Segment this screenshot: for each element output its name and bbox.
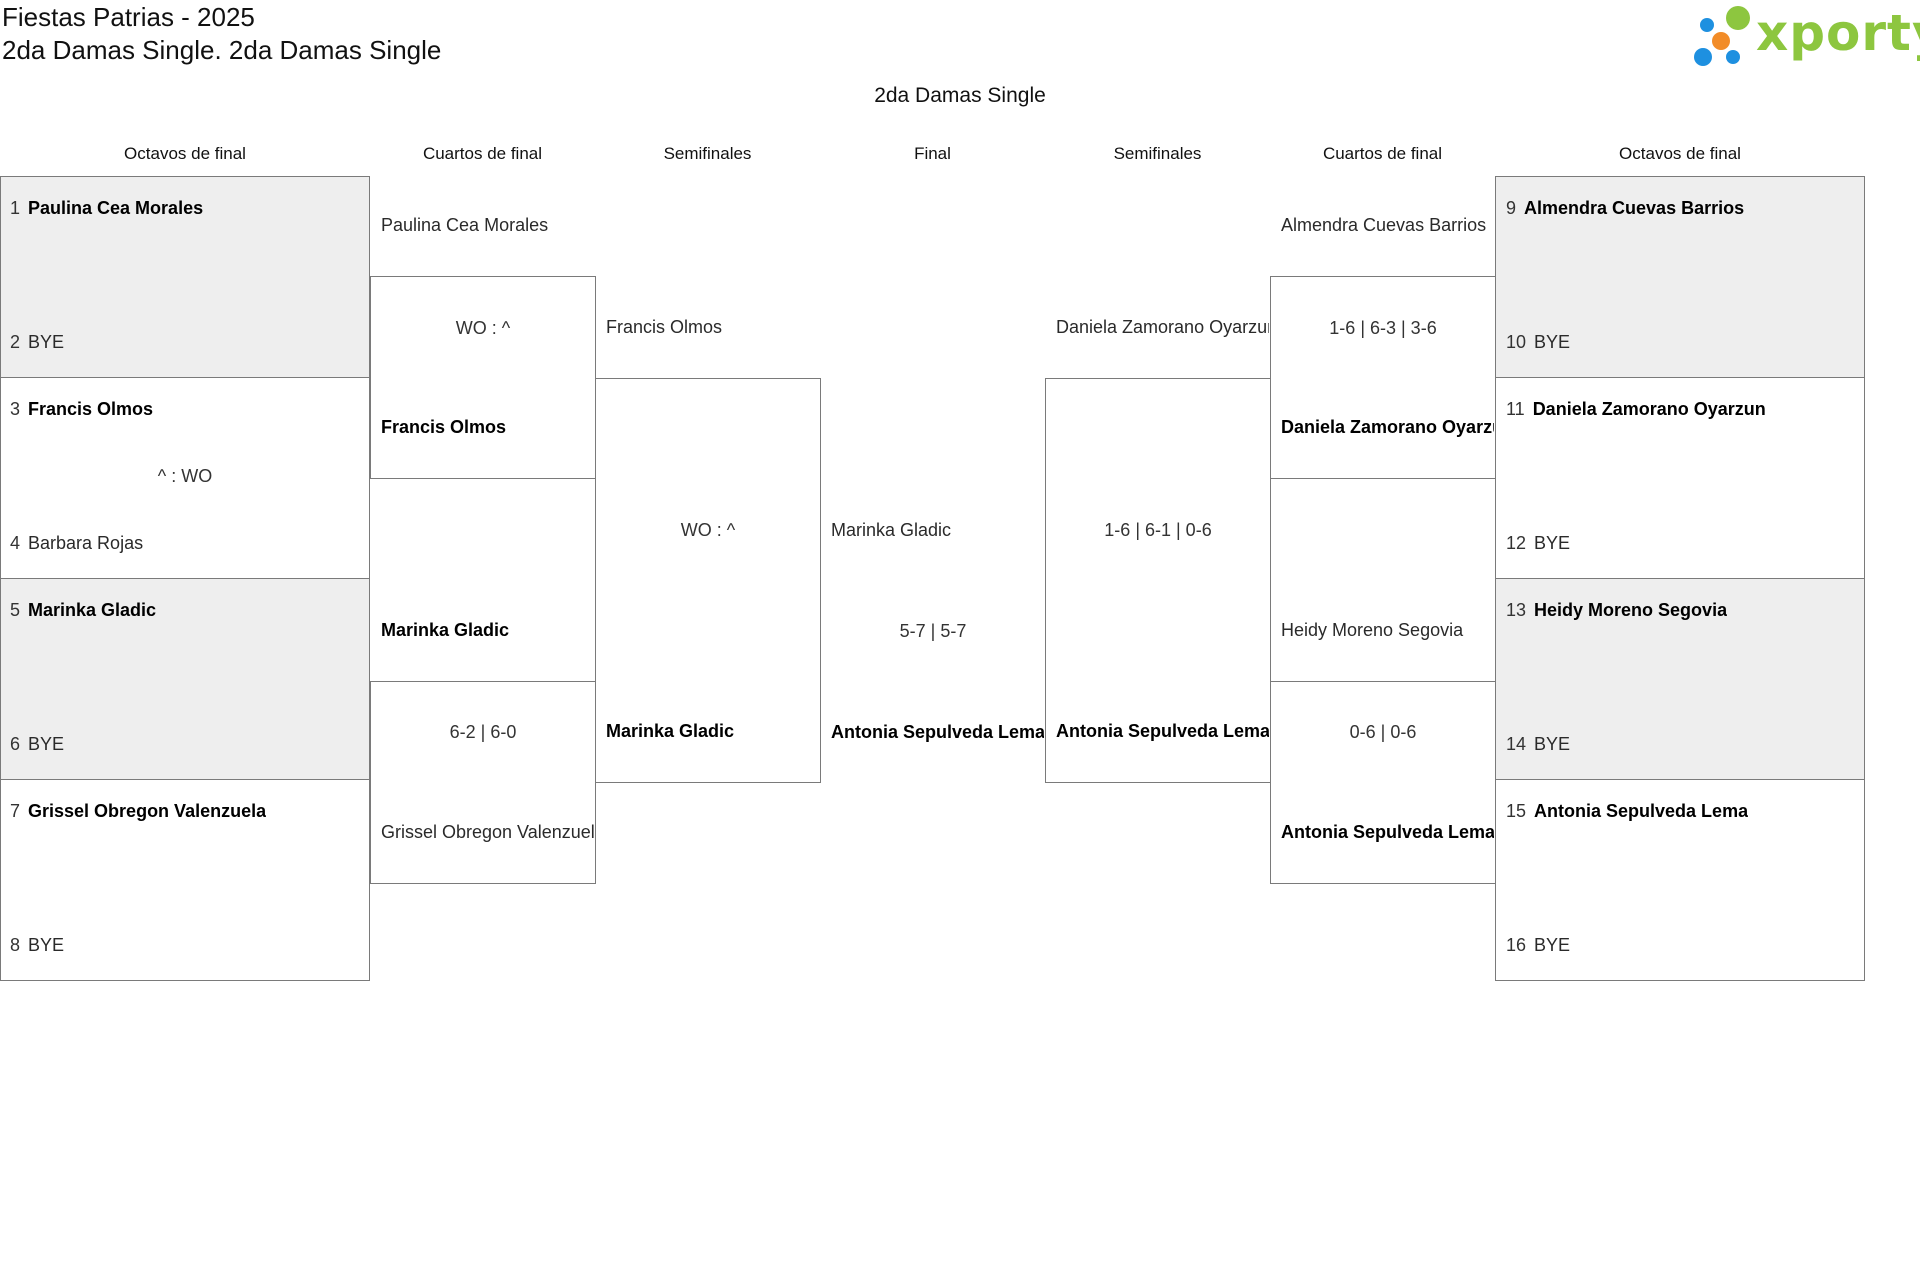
logo-dot-orange	[1712, 32, 1730, 50]
match-score: WO : ^	[455, 318, 511, 338]
player-slot[interactable]: Paulina Cea Morales	[381, 215, 549, 235]
player-slot[interactable]: Heidy Moreno Segovia	[1281, 620, 1464, 640]
match-score: 1-6 | 6-3 | 3-6	[1329, 318, 1437, 338]
round-label-left-sf: Semifinales	[663, 144, 752, 163]
player-slot[interactable]: Francis Olmos	[381, 417, 507, 437]
match-score: 0-6 | 0-6	[1349, 722, 1417, 742]
logo-text: xporty	[1756, 4, 1920, 62]
round-label-right-r16: Octavos de final	[1619, 144, 1741, 163]
match-box-right-r16-4	[1495, 779, 1865, 981]
event-title: 2da Damas Single	[874, 84, 1046, 107]
match-score: WO : ^	[680, 520, 736, 540]
match-box-right-qf-1	[1270, 276, 1496, 479]
match-score: ^ : WO	[157, 466, 213, 486]
player-slot[interactable]: Marinka Gladic	[831, 520, 952, 540]
match-box-right-qf-2	[1270, 681, 1496, 884]
match-box-left-sf	[595, 378, 821, 783]
player-slot[interactable]: Antonia Sepulveda Lema	[1281, 822, 1494, 842]
match-score: 1-6 | 6-1 | 0-6	[1104, 520, 1212, 540]
tournament-title: Fiestas Patrias - 2025	[2, 2, 255, 32]
round-label-right-sf: Semifinales	[1113, 144, 1202, 163]
player-slot[interactable]: Almendra Cuevas Barrios	[1281, 215, 1487, 235]
round-label-left-r16: Octavos de final	[124, 144, 246, 163]
match-score: 5-7 | 5-7	[899, 621, 967, 641]
match-score: 6-2 | 6-0	[449, 722, 517, 742]
player-slot[interactable]: Grissel Obregon Valenzuela	[381, 822, 594, 842]
player-slot[interactable]: Antonia Sepulveda Lema	[1056, 721, 1269, 741]
round-label-final: Final	[914, 144, 951, 163]
logo-dot-blue	[1694, 48, 1712, 66]
match-box-left-qf-2	[370, 681, 596, 884]
match-box-left-r16-4	[0, 779, 370, 981]
match-box-left-r16-1	[0, 176, 370, 378]
player-slot[interactable]: Daniela Zamorano Oyarzun	[1056, 317, 1269, 337]
logo-dot-blue-2	[1726, 50, 1740, 64]
xporty-logo: xporty	[1694, 4, 1920, 68]
player-slot[interactable]: Marinka Gladic	[606, 721, 735, 741]
player-slot[interactable]: Daniela Zamorano Oyarzun	[1281, 417, 1494, 437]
round-label-right-qf: Cuartos de final	[1322, 144, 1443, 163]
match-box-right-sf	[1045, 378, 1271, 783]
logo-dot-blue-small	[1700, 18, 1714, 32]
match-box-left-r16-3	[0, 578, 370, 780]
match-box-right-r16-3	[1495, 578, 1865, 780]
match-box-left-qf-1	[370, 276, 596, 479]
player-slot[interactable]: Francis Olmos	[606, 317, 723, 337]
player-slot[interactable]: Antonia Sepulveda Lema	[831, 722, 1044, 742]
player-slot[interactable]: Marinka Gladic	[381, 620, 510, 640]
logo-dot-green	[1726, 6, 1750, 30]
round-label-left-qf: Cuartos de final	[422, 144, 543, 163]
category-title: 2da Damas Single. 2da Damas Single	[2, 35, 442, 65]
match-box-right-r16-1	[1495, 176, 1865, 378]
